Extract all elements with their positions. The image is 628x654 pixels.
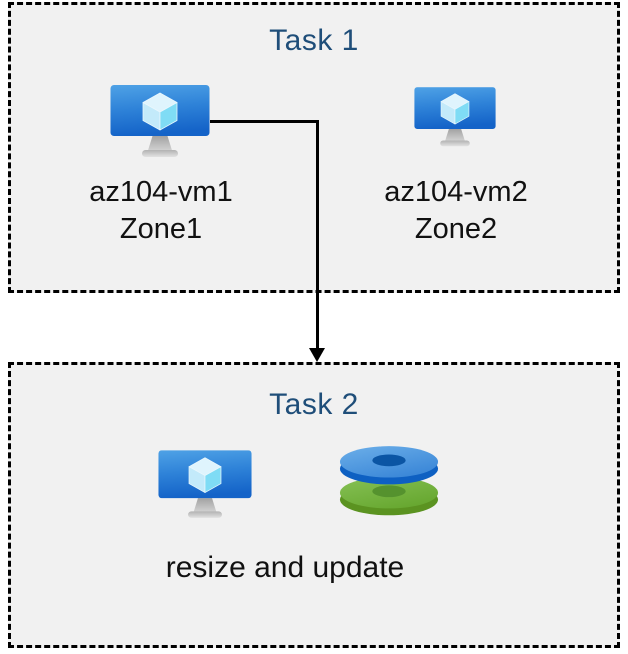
connector-arrowhead-icon — [309, 348, 325, 362]
virtual-machine-icon — [414, 87, 496, 148]
vm2-name: az104-vm2 — [384, 176, 528, 208]
managed-disks-icon — [338, 443, 440, 516]
task2-title: Task 2 — [269, 388, 359, 421]
connector-line-vertical — [316, 120, 319, 350]
vm1-label: az104-vm1 Zone1 — [51, 174, 271, 248]
connector-line-horizontal — [210, 120, 318, 123]
vm2-label: az104-vm2 Zone2 — [346, 174, 566, 248]
vm2-zone: Zone2 — [414, 213, 498, 245]
task1-title: Task 1 — [269, 24, 359, 57]
task2-box — [8, 362, 620, 648]
task1-box — [8, 2, 620, 293]
virtual-machine-icon — [110, 85, 210, 159]
vm1-zone: Zone1 — [119, 213, 203, 245]
task2-caption: resize and update — [165, 551, 405, 584]
vm1-name: az104-vm1 — [89, 176, 233, 208]
virtual-machine-icon — [158, 450, 252, 520]
